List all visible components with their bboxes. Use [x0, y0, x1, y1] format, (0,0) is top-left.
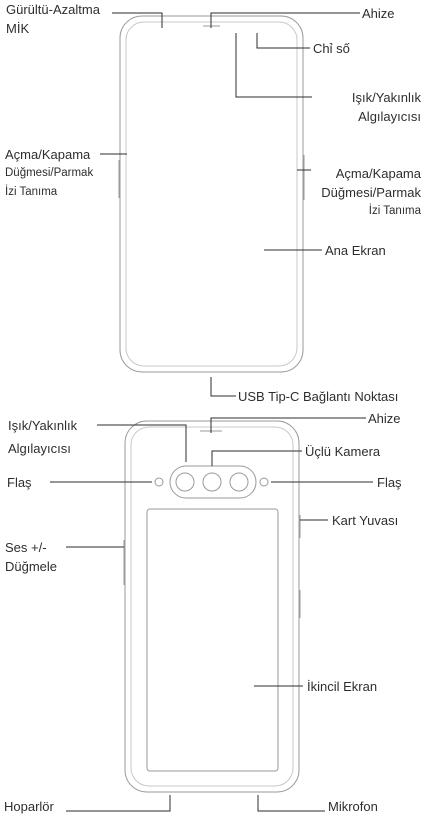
indicator-label: Chỉ số	[313, 41, 350, 56]
front-phone	[118, 15, 305, 373]
flash-right-dot	[259, 477, 269, 487]
microphone-label: Mikrofon	[328, 799, 378, 814]
front-phone-inner	[125, 21, 298, 367]
card-slot-label: Kart Yuvası	[332, 513, 399, 528]
back-leader-lines	[50, 417, 373, 812]
back-phone-inner	[130, 426, 294, 787]
secondary-screen	[146, 508, 279, 772]
flash-left-label: Flaş	[7, 475, 32, 490]
back-earpiece-label: Ahize	[368, 411, 401, 426]
back-light-sensor-label: Işık/Yakınlık Algılayıcısı	[8, 418, 78, 456]
usb-port-label: USB Tip-C Bağlantı Noktası	[238, 389, 399, 404]
power-button-left-label: Açma/Kapama Düğmesi/Parmak İzi Tanıma	[5, 147, 94, 198]
back-phone	[123, 420, 301, 793]
camera-module	[169, 465, 257, 499]
camera-lens-1	[175, 472, 195, 492]
flash-left-dot	[154, 477, 164, 487]
volume-buttons-label: Ses +/- Düğmele	[5, 540, 58, 574]
triple-camera-label: Üçlü Kamera	[305, 444, 381, 459]
speaker-label: Hoparlör	[4, 799, 54, 814]
camera-lens-2	[202, 472, 222, 492]
camera-lens-3	[229, 472, 249, 492]
secondary-screen-label: İkincil Ekran	[307, 679, 378, 694]
front-leader-lines	[100, 12, 360, 397]
main-screen-label: Ana Ekran	[325, 243, 386, 258]
back-phone-body	[124, 420, 300, 793]
power-button-right-label: Açma/Kapama Düğmesi/Parmak İzi Tanıma	[321, 166, 421, 217]
noise-reduction-mic-label: Gürültü-Azaltma MİK	[6, 2, 100, 36]
front-earpiece-label: Ahize	[362, 6, 395, 21]
front-phone-body	[119, 15, 304, 373]
flash-right-label: Flaş	[377, 475, 402, 490]
front-light-sensor-label: Işık/Yakınlık Algılayıcısı	[351, 90, 421, 124]
